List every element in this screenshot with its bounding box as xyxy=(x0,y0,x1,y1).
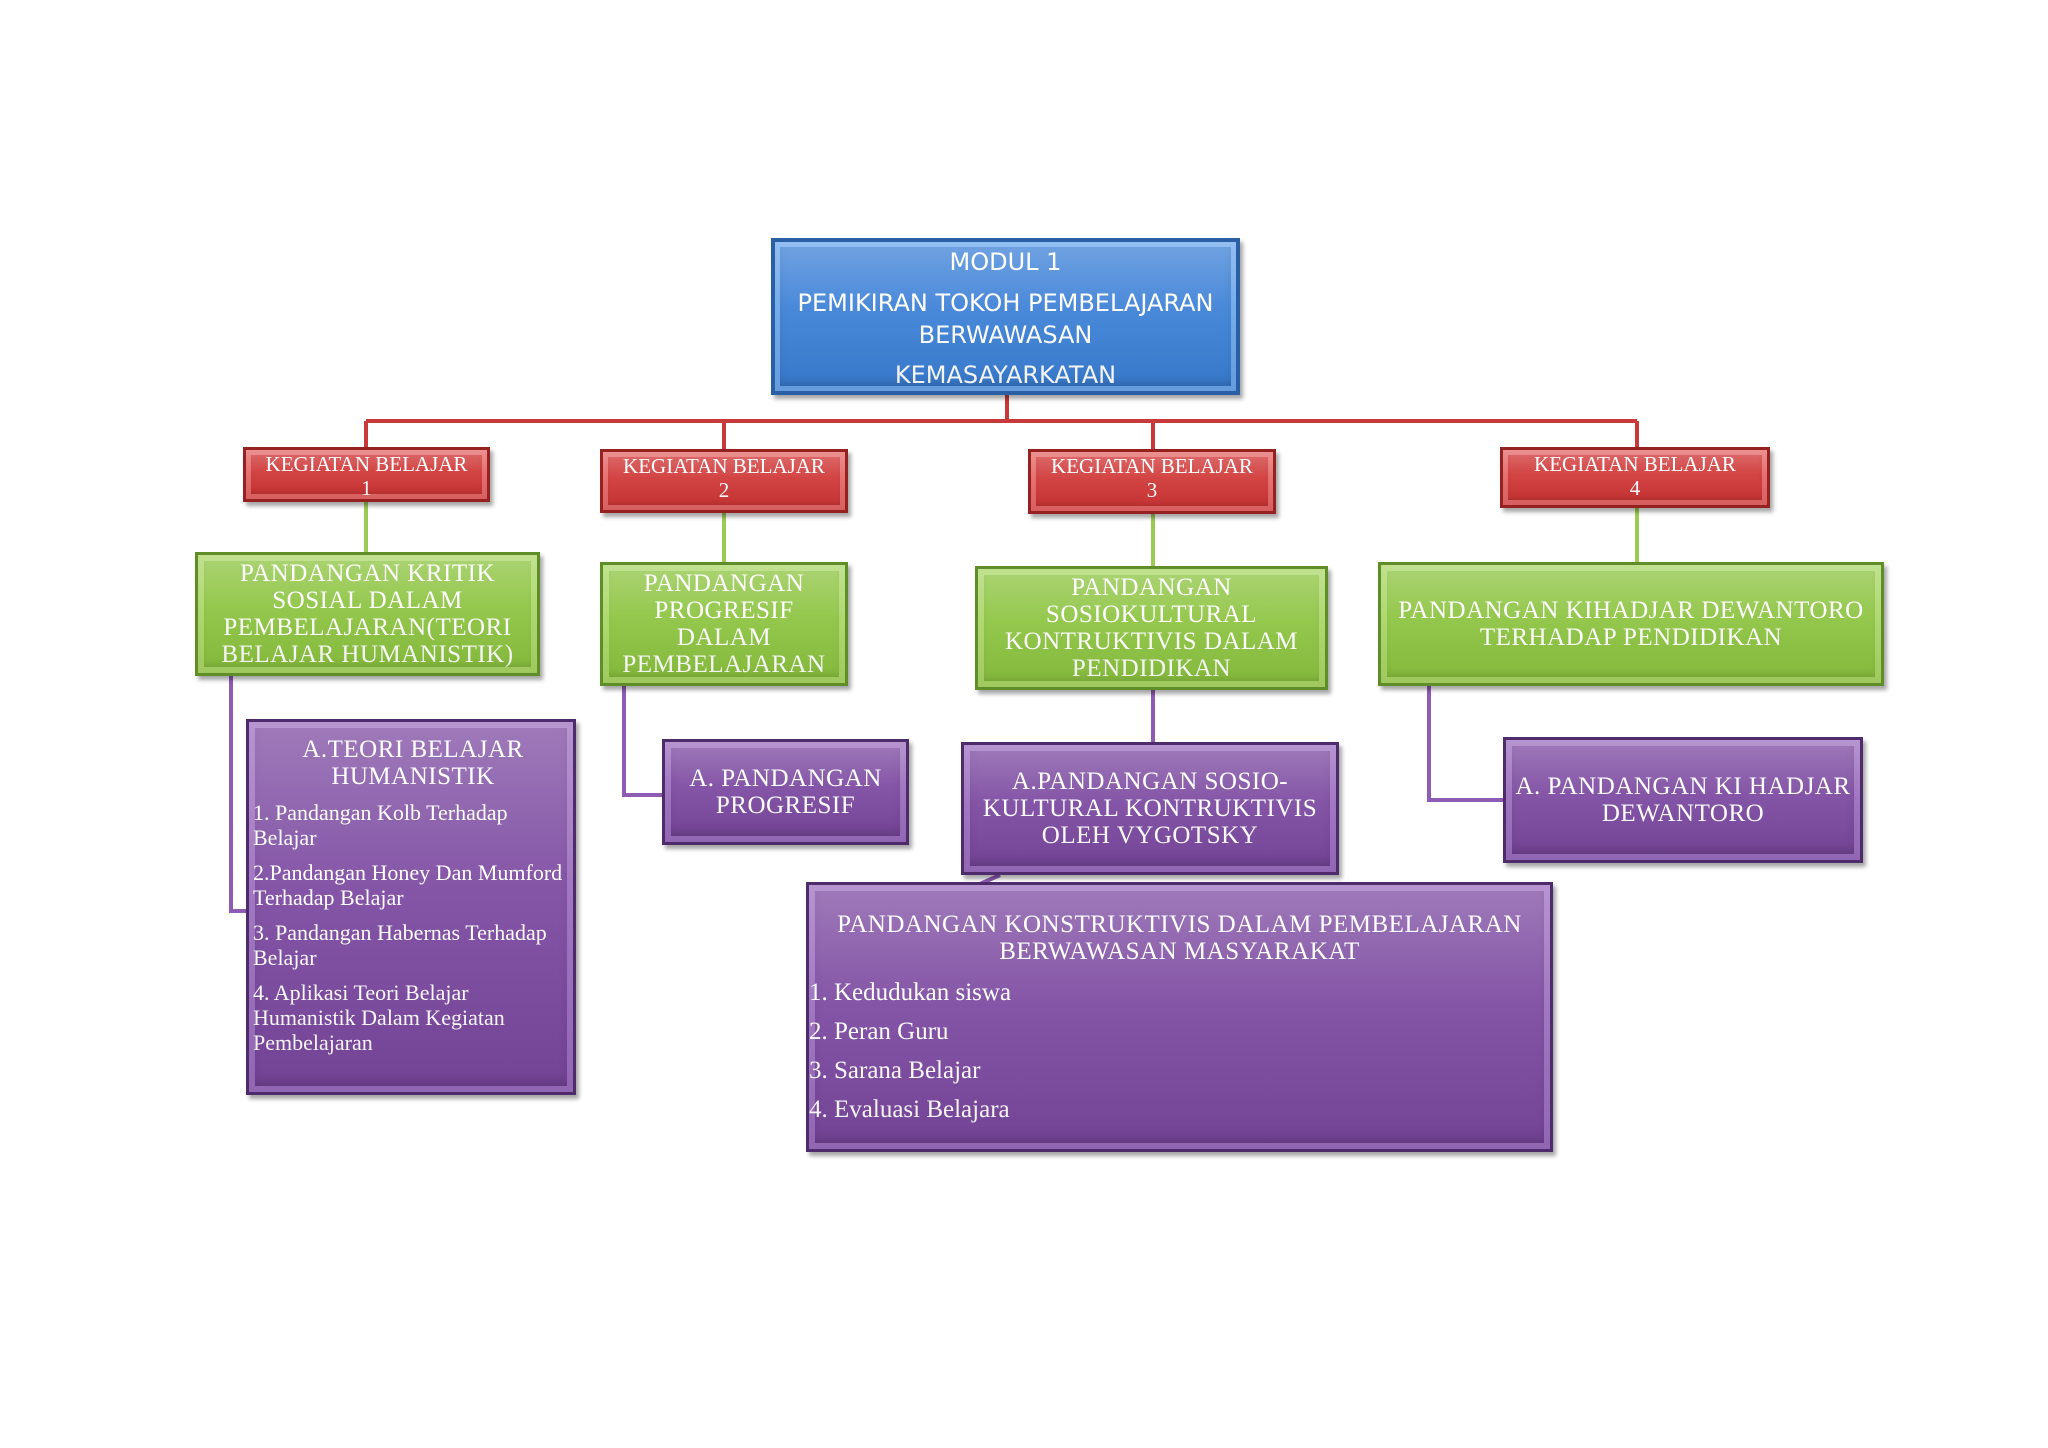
kegiatan-belajar-2: KEGIATAN BELAJAR 2 xyxy=(600,449,848,513)
pandangan-text: PANDANGAN KRITIK SOSIAL DALAM PEMBELAJAR… xyxy=(221,560,514,668)
list-item: 1. Pandangan Kolb Terhadap Belajar xyxy=(253,800,508,850)
root-subtitle-line3: KEMASAYARKATAN xyxy=(894,361,1117,389)
pandangan-text: PANDANGAN PROGRESIF DALAM PEMBELAJARAN xyxy=(622,570,826,678)
list-item: 4. Aplikasi Teori Belajar Humanistik Dal… xyxy=(253,980,505,1055)
kegiatan-label: KEGIATAN BELAJAR xyxy=(265,452,468,476)
kegiatan-number: 2 xyxy=(718,478,730,502)
detail-item-list: 1. Kedudukan siswa 2. Peran Guru 3. Sara… xyxy=(809,979,1540,1135)
root-title: MODUL 1 xyxy=(949,248,1062,276)
detail-title: A. PANDANGAN KI HADJAR DEWANTORO xyxy=(1515,773,1851,827)
link-p4-d4 xyxy=(1427,686,1506,802)
list-item: 3. Pandangan Habernas Terhadap Belajar xyxy=(253,920,547,970)
detail-pandangan-sosio-kultural: A.PANDANGAN SOSIO-KULTURAL KONTRUKTIVIS … xyxy=(961,742,1339,875)
detail-teori-belajar-humanistik: A.TEORI BELAJAR HUMANISTIK 1. Pandangan … xyxy=(246,719,576,1095)
pandangan-text: PANDANGAN SOSIOKULTURAL KONTRUKTIVIS DAL… xyxy=(1004,574,1298,682)
pandangan-4: PANDANGAN KIHADJAR DEWANTORO TERHADAP PE… xyxy=(1378,562,1884,686)
detail-title: A.PANDANGAN SOSIO-KULTURAL KONTRUKTIVIS … xyxy=(982,768,1318,849)
kegiatan-label: KEGIATAN BELAJAR xyxy=(1051,454,1253,478)
kegiatan-label: KEGIATAN BELAJAR xyxy=(1534,452,1736,476)
link-p1-d1 xyxy=(229,676,250,913)
kegiatan-belajar-1: KEGIATAN BELAJAR 1 xyxy=(243,447,490,502)
pandangan-2: PANDANGAN PROGRESIF DALAM PEMBELAJARAN xyxy=(600,562,848,686)
list-item: 2. Peran Guru xyxy=(809,1018,949,1045)
root-subtitle: PEMIKIRAN TOKOH PEMBELAJARAN BERWAWASAN xyxy=(797,288,1214,349)
list-item: 3. Sarana Belajar xyxy=(809,1057,981,1084)
kegiatan-connectors xyxy=(364,502,1639,568)
detail-title: PANDANGAN KONSTRUKTIVIS DALAM PEMBELAJAR… xyxy=(837,911,1522,965)
detail-pandangan-progresif: A. PANDANGAN PROGRESIF xyxy=(662,739,909,845)
kegiatan-belajar-4: KEGIATAN BELAJAR 4 xyxy=(1500,447,1770,508)
list-item: 4. Evaluasi Belajara xyxy=(809,1096,1010,1123)
list-item: 1. Kedudukan siswa xyxy=(809,979,1012,1006)
root-node-modul-1: MODUL 1 PEMIKIRAN TOKOH PEMBELAJARAN BER… xyxy=(771,238,1240,395)
kegiatan-number: 1 xyxy=(361,476,372,500)
pandangan-3: PANDANGAN SOSIOKULTURAL KONTRUKTIVIS DAL… xyxy=(975,566,1328,690)
list-item: 2.Pandangan Honey Dan Mumford Terhadap B… xyxy=(253,860,563,910)
root-connectors xyxy=(364,395,1639,452)
kegiatan-number: 4 xyxy=(1629,476,1641,500)
detail-title: A. PANDANGAN PROGRESIF xyxy=(689,765,882,819)
pandangan-1: PANDANGAN KRITIK SOSIAL DALAM PEMBELAJAR… xyxy=(195,552,540,676)
kegiatan-number: 3 xyxy=(1146,478,1158,502)
detail-pandangan-konstruktivis: PANDANGAN KONSTRUKTIVIS DALAM PEMBELAJAR… xyxy=(806,882,1553,1152)
kegiatan-belajar-3: KEGIATAN BELAJAR 3 xyxy=(1028,449,1276,514)
detail-item-list: 1. Pandangan Kolb Terhadap Belajar 2.Pan… xyxy=(253,800,563,1065)
link-p2-d2 xyxy=(622,686,665,797)
pandangan-text: PANDANGAN KIHADJAR DEWANTORO TERHADAP PE… xyxy=(1398,597,1864,651)
detail-pandangan-ki-hadjar-dewantoro: A. PANDANGAN KI HADJAR DEWANTORO xyxy=(1503,737,1863,863)
kegiatan-label: KEGIATAN BELAJAR xyxy=(623,454,825,478)
detail-title: A.TEORI BELAJAR HUMANISTIK xyxy=(302,736,524,790)
